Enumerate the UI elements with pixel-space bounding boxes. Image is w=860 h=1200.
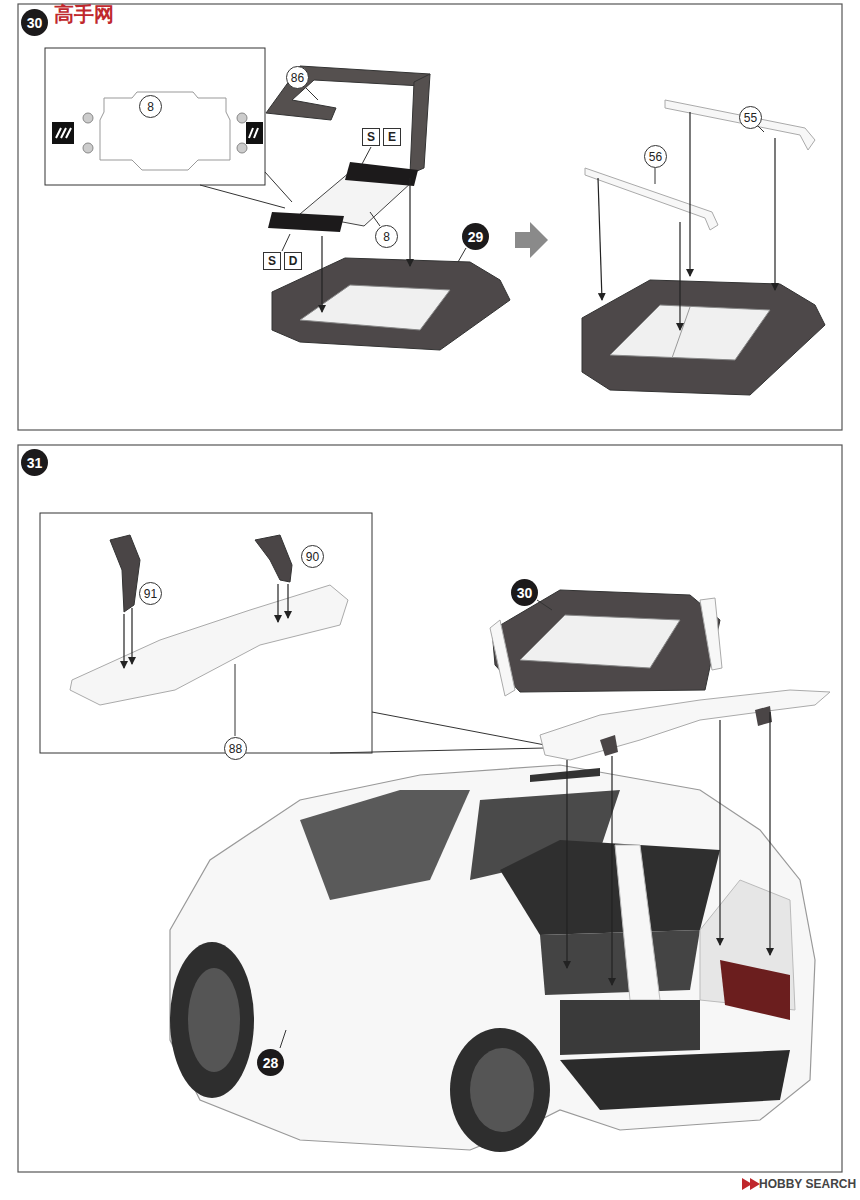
part-number: 88 — [224, 737, 247, 760]
wheel — [170, 942, 254, 1098]
part-number: 91 — [139, 582, 162, 605]
callout-number: 90 — [306, 551, 319, 563]
decal-plate — [100, 92, 230, 170]
callout-number: 8 — [147, 101, 154, 113]
car-window — [300, 790, 470, 900]
callout-number: 30 — [27, 16, 43, 30]
step-number: 30 — [511, 579, 538, 606]
wing-stay — [255, 535, 292, 582]
source-logo: HOBBY SEARCH — [759, 1178, 856, 1190]
next-arrow — [515, 222, 548, 258]
callout-number: 56 — [649, 151, 662, 163]
inset-box — [45, 48, 265, 185]
engine-bay — [500, 840, 720, 935]
trim-strip — [665, 100, 815, 150]
part-number: 8 — [139, 95, 162, 118]
step-number: 30 — [21, 9, 48, 36]
wheel — [450, 1028, 550, 1152]
callout-number: 55 — [744, 112, 757, 124]
decal-sticker — [246, 122, 263, 144]
callout-number: S — [268, 255, 276, 267]
callout-number: S — [367, 131, 375, 143]
trim-strip — [585, 168, 718, 230]
wing-stay — [110, 535, 140, 612]
step-number: 31 — [21, 449, 48, 476]
wing-part — [70, 585, 348, 705]
callout-number: 8 — [383, 231, 390, 243]
decal-letter-box: D — [284, 252, 302, 270]
callout-number: 88 — [229, 743, 242, 755]
base-part — [582, 280, 825, 395]
callout-number: E — [388, 131, 396, 143]
callout-number: 86 — [291, 72, 304, 84]
part-number: 8 — [375, 225, 398, 248]
wing-part — [540, 690, 830, 760]
part-number: 86 — [286, 66, 309, 89]
inset-box — [40, 513, 372, 753]
callout-number: 29 — [468, 230, 484, 244]
frame-part — [266, 66, 430, 120]
callout-number: D — [289, 255, 298, 267]
car-body — [170, 765, 815, 1150]
decal-letter-box: S — [362, 128, 380, 146]
watermark: 高手网 — [54, 4, 114, 24]
callout-number: 91 — [144, 588, 157, 600]
decal-sticker — [52, 122, 74, 144]
callout-number: 30 — [517, 586, 533, 600]
step-number: 29 — [462, 223, 489, 250]
step-panel — [18, 4, 842, 430]
callout-number: 31 — [27, 456, 43, 470]
tail-light — [720, 960, 790, 1020]
part-number: 56 — [644, 145, 667, 168]
step-number: 28 — [257, 1049, 284, 1076]
base-part — [272, 258, 510, 350]
callout-number: 28 — [263, 1056, 279, 1070]
part-number: 55 — [739, 106, 762, 129]
decal-letter-box: E — [383, 128, 401, 146]
decal-letter-box: S — [263, 252, 281, 270]
part-number: 90 — [301, 545, 324, 568]
step-panel — [18, 445, 842, 1172]
